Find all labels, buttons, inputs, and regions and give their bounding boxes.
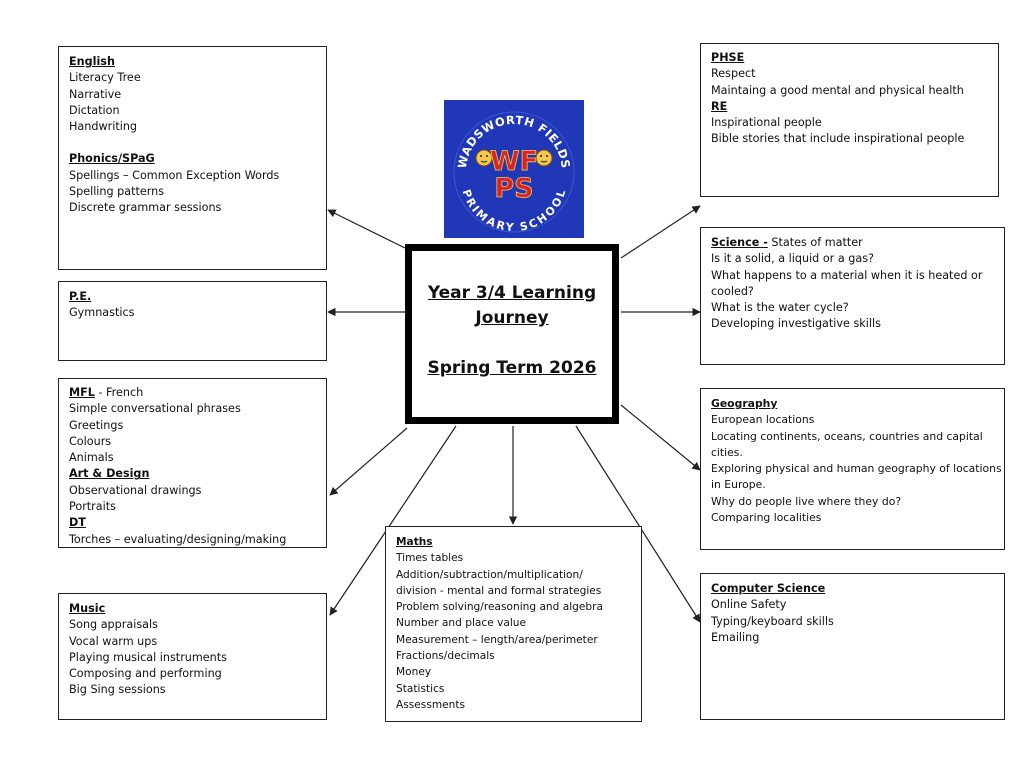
list-item: Gymnastics xyxy=(69,306,135,320)
list-item: Handwriting xyxy=(69,120,138,134)
computing-heading: Computer Science xyxy=(711,582,826,595)
arrow-to-music xyxy=(329,425,457,616)
central-title-box: Year 3/4 Learning Journey Spring Term 20… xyxy=(405,244,619,424)
list-item: Typing/keyboard skills xyxy=(711,614,834,628)
list-item: division - mental and formal strategies xyxy=(396,584,602,597)
list-item: Playing musical instruments xyxy=(69,650,227,664)
list-item: Inspirational people xyxy=(711,116,822,130)
pe-heading: P.E. xyxy=(69,290,92,303)
mfl-heading: MFL xyxy=(69,386,95,399)
list-item: Big Sing sessions xyxy=(69,683,166,697)
list-item: Respect xyxy=(711,67,756,81)
science-box: Science - States of matter Is it a solid… xyxy=(700,227,1005,365)
term-label: Spring Term 2026 xyxy=(427,358,597,378)
school-crest-icon: WADSWORTH FIELDS PRIMARY SCHOOL WF PS xyxy=(453,111,575,234)
art-heading: Art & Design xyxy=(69,467,150,481)
list-item: Greetings xyxy=(69,418,124,432)
list-item: Locating continents, oceans, countries a… xyxy=(711,429,983,443)
list-item: Narrative xyxy=(69,87,122,101)
science-heading-suffix: States of matter xyxy=(767,236,863,249)
list-item: Animals xyxy=(69,451,114,465)
geography-heading: Geography xyxy=(711,397,778,410)
music-box: Music Song appraisals Vocal warm ups Pla… xyxy=(58,593,327,720)
list-item: Dictation xyxy=(69,103,120,117)
list-item: Money xyxy=(396,666,432,679)
list-item: Online Safety xyxy=(711,598,787,612)
list-item: in Europe. xyxy=(711,478,766,492)
list-item: Song appraisals xyxy=(69,618,158,632)
list-item: Emailing xyxy=(711,630,760,644)
computing-box: Computer Science Online Safety Typing/ke… xyxy=(700,573,1005,720)
list-item: Colours xyxy=(69,434,112,448)
phse-re-box: PHSE Respect Maintaing a good mental and… xyxy=(700,43,999,197)
english-heading: English xyxy=(69,55,115,68)
list-item: Simple conversational phrases xyxy=(69,402,241,416)
geography-box: Geography European locations Locating co… xyxy=(700,388,1005,550)
list-item: Maintaing a good mental and physical hea… xyxy=(711,83,964,97)
music-heading: Music xyxy=(69,602,106,615)
list-item: Statistics xyxy=(396,682,445,695)
mfl-art-dt-box: MFL - French Simple conversational phras… xyxy=(58,378,327,548)
logo-monogram-bottom: PS xyxy=(494,173,533,204)
list-item: Number and place value xyxy=(396,617,527,630)
mfl-heading-suffix: - French xyxy=(94,386,144,399)
list-item: Measurement – length/area/perimeter xyxy=(396,633,598,646)
list-item: European locations xyxy=(711,413,815,427)
list-item: Is it a solid, a liquid or a gas? xyxy=(711,252,874,266)
list-item: Portraits xyxy=(69,500,116,514)
list-item: Developing investigative skills xyxy=(711,317,881,331)
child-face-icon xyxy=(475,149,493,167)
list-item: What happens to a material when it is he… xyxy=(711,268,983,282)
english-box: English Literacy Tree Narrative Dictatio… xyxy=(58,46,327,270)
list-item: Assessments xyxy=(396,698,466,711)
maths-box: Maths Times tables Addition/subtraction/… xyxy=(385,526,642,722)
list-item: Fractions/decimals xyxy=(396,650,495,663)
list-item: Discrete grammar sessions xyxy=(69,201,222,215)
list-item: Comparing localities xyxy=(711,511,822,525)
arrow-to-computing xyxy=(575,425,701,623)
list-item: cities. xyxy=(711,445,743,459)
phse-heading: PHSE xyxy=(711,51,745,64)
list-item: Problem solving/reasoning and algebra xyxy=(396,601,603,614)
list-item: What is the water cycle? xyxy=(711,301,849,315)
school-logo: WADSWORTH FIELDS PRIMARY SCHOOL WF PS xyxy=(444,100,584,238)
title-line-2: Journey xyxy=(475,308,549,328)
list-item: Spelling patterns xyxy=(69,185,165,199)
maths-heading: Maths xyxy=(396,536,433,548)
list-item: cooled? xyxy=(711,284,754,298)
child-face-icon xyxy=(535,149,553,167)
arrow-to-english xyxy=(327,209,406,249)
title-line-1: Year 3/4 Learning xyxy=(427,283,597,303)
list-item: Spellings – Common Exception Words xyxy=(69,168,280,182)
list-item: Literacy Tree xyxy=(69,71,141,85)
re-heading: RE xyxy=(711,99,728,113)
pe-box: P.E. Gymnastics xyxy=(58,281,327,361)
list-item: Composing and performing xyxy=(69,667,222,681)
list-item: Addition/subtraction/multiplication/ xyxy=(396,568,583,581)
list-item: Times tables xyxy=(396,552,464,565)
science-heading: Science - xyxy=(711,236,768,249)
dt-heading: DT xyxy=(69,516,86,530)
list-item: Vocal warm ups xyxy=(69,634,158,648)
list-item: Torches – evaluating/designing/making xyxy=(69,532,287,546)
arrow-to-mfl xyxy=(329,427,408,496)
arrow-to-geography xyxy=(620,404,701,471)
list-item: Observational drawings xyxy=(69,483,202,497)
arrow-to-phse xyxy=(620,205,701,259)
list-item: Why do people live where they do? xyxy=(711,494,902,508)
phonics-heading: Phonics/SPaG xyxy=(69,152,155,166)
list-item: Exploring physical and human geography o… xyxy=(711,462,1002,476)
list-item: Bible stories that include inspirational… xyxy=(711,132,965,146)
logo-monogram-top: WF xyxy=(490,146,538,177)
